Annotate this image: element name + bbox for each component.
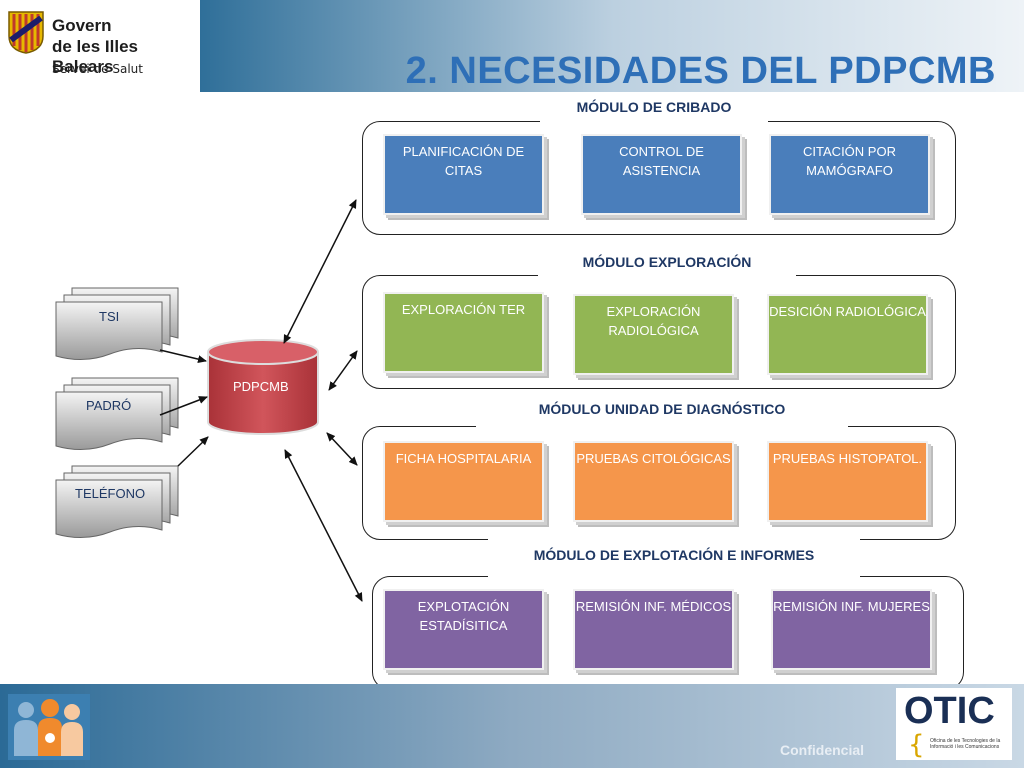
document-stack-icon	[55, 465, 179, 538]
box-exploracion-radiologica: EXPLORACIÓN RADIOLÓGICA	[573, 294, 734, 375]
module-label-explotacion: MÓDULO DE EXPLOTACIÓN E INFORMES	[488, 538, 860, 580]
source-label-tsi: TSI	[99, 309, 120, 324]
box-pruebas-histopatol: PRUEBAS HISTOPATOL.	[767, 441, 928, 522]
box-planificacion-citas: PLANIFICACIÓN DE CITAS	[383, 134, 544, 215]
org-name-line3: Servei de Salut	[52, 62, 143, 76]
page-title: 2. NECESIDADES DEL PDPCMB	[405, 50, 996, 92]
box-remision-medicos: REMISIÓN INF. MÉDICOS	[573, 589, 734, 670]
module-label-diagnostico: MÓDULO UNIDAD DE DIAGNÓSTICO	[476, 393, 848, 433]
box-explotacion-estadistica: EXPLOTACIÓN ESTADÍSITICA	[383, 589, 544, 670]
otic-logo: OTIC { Oficina de les Tecnologies de la …	[896, 688, 1012, 760]
module-label-cribado: MÓDULO DE CRIBADO	[540, 92, 768, 132]
box-citacion-mamografo: CITACIÓN POR MAMÓGRAFO	[769, 134, 930, 215]
database-label: PDPCMB	[233, 379, 289, 394]
module-label-exploracion: MÓDULO EXPLORACIÓN	[538, 246, 796, 288]
document-stack-icon	[55, 287, 179, 360]
coat-of-arms-icon	[8, 11, 44, 54]
org-name-line1: Govern	[52, 16, 112, 35]
box-desicion-radiologica: DESICIÓN RADIOLÓGICA	[767, 294, 928, 375]
box-remision-mujeres: REMISIÓN INF. MUJERES	[771, 589, 932, 670]
org-logo: Govern de les Illes Balears Servei de Sa…	[0, 0, 200, 92]
people-family-icon	[8, 694, 90, 760]
org-name-line2: de les Illes Balears	[52, 37, 138, 76]
otic-logo-word: OTIC	[904, 690, 995, 732]
box-ficha-hospitalaria: FICHA HOSPITALARIA	[383, 441, 544, 522]
box-exploracion-ter: EXPLORACIÓN TER	[383, 292, 544, 373]
confidential-label: Confidencial	[780, 742, 865, 758]
document-stack-icon	[55, 377, 179, 450]
otic-logo-subtitle: Oficina de les Tecnologies de la Informa…	[930, 738, 1001, 750]
source-label-telefono: TELÉFONO	[75, 486, 146, 501]
box-pruebas-citologicas: PRUEBAS CITOLÓGICAS	[573, 441, 734, 522]
database-cylinder-icon	[207, 339, 319, 435]
source-label-padro: PADRÓ	[86, 398, 132, 413]
brace-icon: {	[908, 730, 925, 760]
footer-band	[0, 684, 1024, 768]
box-control-asistencia: CONTROL DE ASISTENCIA	[581, 134, 742, 215]
